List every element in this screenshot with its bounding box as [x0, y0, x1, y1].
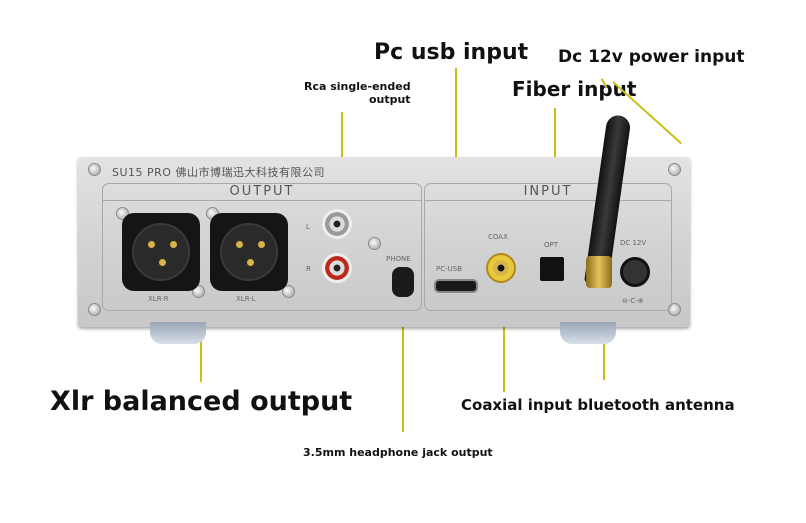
dc-power-jack	[620, 257, 650, 287]
headphone-jack	[392, 267, 414, 297]
coax-port-label: COAX	[488, 233, 508, 241]
opt-port-label: OPT	[544, 241, 559, 249]
fiber-input-label: Fiber input	[512, 77, 637, 101]
dac-rear-panel: SU15 PRO 佛山市博瑞迅大科技有限公司 OUTPUT INPUT XLR-…	[78, 157, 690, 327]
rca-label-line1: Rca single-ended	[304, 80, 411, 93]
brand-text: SU15 PRO 佛山市博瑞迅大科技有限公司	[112, 166, 325, 179]
xlr-l-label: XLR-L	[236, 295, 256, 303]
left-foot	[150, 322, 206, 344]
screw-icon	[368, 237, 381, 250]
screw-icon	[88, 303, 101, 316]
screw-icon	[88, 163, 101, 176]
headphone-label: 3.5mm headphone jack output	[303, 446, 493, 459]
xlr-r-label: XLR-R	[148, 295, 169, 303]
input-title: INPUT	[425, 184, 671, 201]
screw-icon	[668, 163, 681, 176]
rca-r-jack	[322, 253, 352, 283]
rca-output-label: Rca single-ended output	[304, 80, 411, 106]
pc-usb-label: Pc usb input	[374, 40, 529, 65]
polarity-label: ⊖-C-⊕	[622, 297, 644, 305]
leader-line-phone	[402, 292, 404, 432]
screw-icon	[282, 285, 295, 298]
xlr-r-connector	[122, 213, 200, 291]
rca-r-label: R	[306, 265, 311, 273]
optical-port	[540, 257, 564, 281]
pc-usb-port-label: PC-USB	[436, 265, 463, 273]
output-title: OUTPUT	[103, 184, 421, 201]
leader-line-rca	[341, 112, 343, 190]
rca-l-jack	[322, 209, 352, 239]
dc-power-label: Dc 12v power input	[558, 47, 745, 67]
right-foot	[560, 322, 616, 344]
xlr-l-connector	[210, 213, 288, 291]
coax-bluetooth-label: Coaxial input bluetooth antenna	[461, 396, 735, 414]
output-section: OUTPUT	[102, 183, 422, 311]
dc12v-port-label: DC 12V	[620, 239, 647, 247]
phone-label: PHONE	[386, 255, 411, 263]
antenna-base	[586, 256, 612, 288]
rca-label-line2: output	[368, 93, 411, 106]
leader-line-coax	[503, 290, 505, 392]
input-section: INPUT	[424, 183, 672, 311]
rca-l-label: L	[306, 223, 310, 231]
usb-c-port	[434, 279, 478, 293]
coax-jack	[486, 253, 516, 283]
xlr-output-label: Xlr balanced output	[50, 386, 353, 417]
